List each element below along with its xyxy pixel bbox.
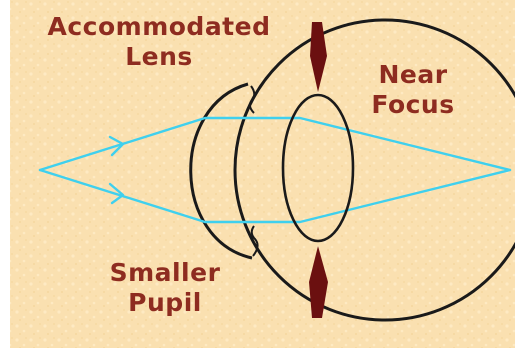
near-focus-label-line-1: Near <box>378 60 448 89</box>
accommodated-lens-label: Accommodated Lens <box>24 12 294 72</box>
smaller-pupil-label-line-2: Pupil <box>128 288 202 317</box>
accommodated-lens <box>281 93 355 243</box>
ciliary-edge-lower <box>250 225 259 257</box>
cornea-outline <box>189 82 253 260</box>
smaller-pupil-label-line-1: Smaller <box>109 258 221 287</box>
ciliary-edge-upper <box>248 85 256 114</box>
eyeball-outline <box>233 18 515 322</box>
near-focus-label-line-2: Focus <box>371 90 455 119</box>
iris-upper-wedge <box>310 22 327 92</box>
background-speckle <box>10 0 515 348</box>
smaller-pupil-label: Smaller Pupil <box>70 258 260 318</box>
iris-lower-wedge <box>309 246 328 318</box>
ray-arrow-lower <box>108 182 125 205</box>
near-focus-label: Near Focus <box>348 60 478 120</box>
accommodated-lens-label-line-1: Accommodated <box>47 12 271 41</box>
ray-arrow-upper <box>108 135 125 157</box>
accommodated-lens-label-line-2: Lens <box>125 42 193 71</box>
